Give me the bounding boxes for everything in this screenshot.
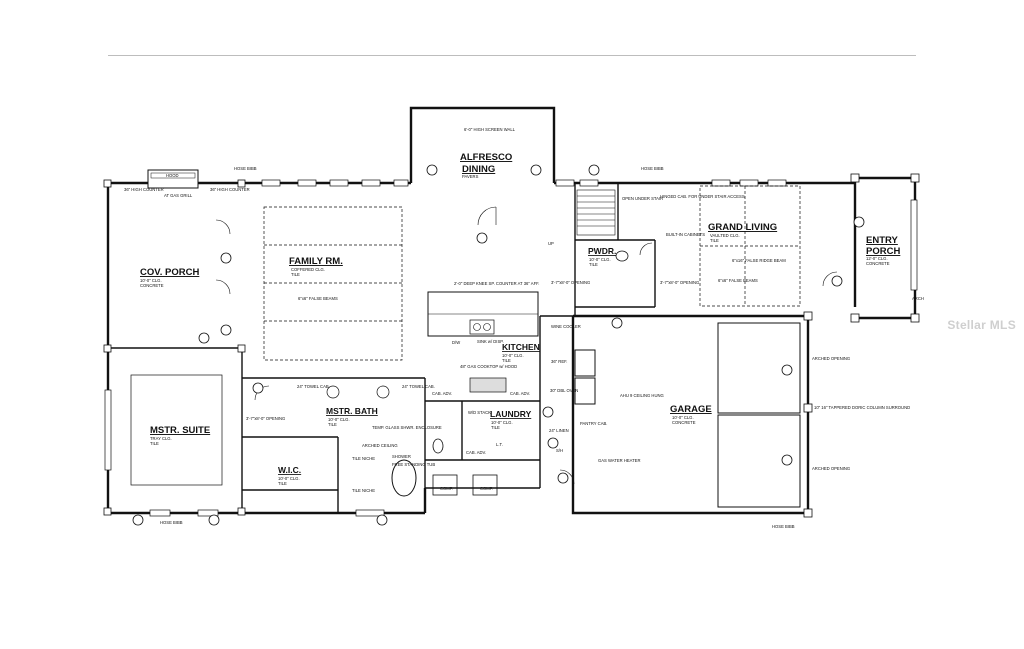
pwdr-finish: TILE xyxy=(589,262,598,267)
grand-living-finish: TILE xyxy=(710,238,719,243)
arched-ceiling-note: ARCHED CEILING xyxy=(362,443,398,448)
tile-niche-note-2: TILE NICHE xyxy=(352,488,375,493)
cooktop-note: 48" GAS COOKTOP w/ HOOD xyxy=(460,364,517,369)
hose-bibb-note-3: HOSE BIBB xyxy=(160,520,183,525)
family-finish: TILE xyxy=(291,272,300,277)
counter-left-note: 36" HIGH COUNTER xyxy=(124,187,164,192)
open-stair-note: OPEN UNDER STAIR xyxy=(622,196,663,201)
up-note: UP xyxy=(548,241,554,246)
oven-note: 30" DBL OVEN xyxy=(550,388,578,393)
laundry-label: LAUNDRY xyxy=(490,409,532,419)
hose-bibb-note-1: HOSE BIBB xyxy=(234,166,257,171)
mstr-bath-label: MSTR. BATH xyxy=(326,406,378,416)
grand-living-label: GRAND LIVING xyxy=(708,222,777,233)
ridge-beam-note: 6"x16" FALSE RIDGE BEAM xyxy=(732,258,786,263)
shower-note: SHOWER xyxy=(392,454,411,459)
wine-cooler-note: WINE COOLER xyxy=(551,324,581,329)
garage-label: GARAGE xyxy=(670,404,712,415)
columns xyxy=(103,173,920,518)
cab-adv-note-3: CAB. ADV. xyxy=(466,450,486,455)
dw-note: D/W xyxy=(452,340,460,345)
alfresco-finish: PAVERS xyxy=(462,174,479,179)
built-in-note: BUILT-IN CABINETS xyxy=(666,232,705,237)
linen-note: 24" LINEN xyxy=(549,428,569,433)
garage-ceiling: 10'-0" CLG. xyxy=(672,415,694,420)
lt-note: L.T. xyxy=(496,442,503,447)
coffered-ceiling xyxy=(263,206,403,361)
grand-living-ceiling: VAULTED CLG. xyxy=(710,233,740,238)
opening-pwdr-note: 3'-7"x8'-0" OPENING xyxy=(551,280,590,285)
garage-bays xyxy=(717,322,801,508)
wic-finish: TILE xyxy=(278,481,287,486)
arch-note: ARCH xyxy=(912,296,924,301)
tub-note: FREE STANDING TUB xyxy=(392,462,435,467)
opening-living-note: 3'-7"x8'-0" OPENING xyxy=(660,280,699,285)
cab-adv-note-2: CAB. ADV. xyxy=(510,391,530,396)
entry-porch-ceiling: 12'-0" CLG. xyxy=(866,256,888,261)
ref-note: 36" REF. xyxy=(551,359,567,364)
counter-right-note: 36" HIGH COUNTER xyxy=(210,187,250,192)
shelf-note: S/H xyxy=(556,448,563,453)
glass-enclosure-note: TEMP. GLASS SHWR. ENCLOSURE xyxy=(372,425,442,430)
island-counter-note: 2'-0" DEEP KNEE SP. COUNTER AT 36" AFF. xyxy=(454,281,539,286)
interior-walls xyxy=(108,183,656,513)
hose-bibb-note-4: HOSE BIBB xyxy=(772,524,795,529)
arched-opening-note-2: ARCHED OPENING xyxy=(812,466,850,471)
exterior-walls xyxy=(106,106,917,515)
alfresco-label: ALFRESCO xyxy=(460,152,512,163)
family-ceiling: COFFERED CLG. xyxy=(291,267,325,272)
laundry-ceiling: 10'-0" CLG. xyxy=(491,420,513,425)
column-note: 10" 16" TAPPERED DORIC COLUMN SURROUND xyxy=(814,405,910,410)
towel-cab-note-1: 24" TOWEL CAB. xyxy=(297,384,330,389)
family-room-label: FAMILY RM. xyxy=(289,256,343,267)
wic-ceiling: 10'-0" CLG. xyxy=(278,476,300,481)
garage-finish: CONCRETE xyxy=(672,420,696,425)
entry-porch-label: ENTRY xyxy=(866,235,899,246)
mstr-suite-finish: TILE xyxy=(150,441,159,446)
water-heater-note: GAS WATER HEATER xyxy=(598,458,641,463)
mstr-suite-ceiling: TRAY CLG. xyxy=(150,436,172,441)
alfresco-label-2: DINING xyxy=(462,164,495,175)
cov-porch-label: COV. PORCH xyxy=(140,267,199,278)
mstr-bath-finish: TILE xyxy=(328,422,337,427)
tile-niche-note-1: TILE NICHE xyxy=(352,456,375,461)
hose-bibb-note-2: HOSE BIBB xyxy=(641,166,664,171)
comp-note-2: COMP. xyxy=(480,486,493,491)
towel-cab-note-2: 24" TOWEL CAB. xyxy=(402,384,435,389)
page-divider-line xyxy=(108,55,916,56)
pantry-note: PANTRY CAB. xyxy=(580,421,607,426)
comp-note-1: COMP. xyxy=(440,486,453,491)
hood-note: HOOD xyxy=(166,173,179,178)
kitchen-ceiling: 10'-0" CLG. xyxy=(502,353,524,358)
windows xyxy=(104,179,918,517)
vaulted-beams xyxy=(699,185,801,307)
false-beams-note-2: 6"x6" FALSE BEAMS xyxy=(718,278,758,283)
markers xyxy=(132,164,865,526)
pwdr-label: PWDR. xyxy=(588,246,616,256)
hinged-cab-note: HINGED CAB. FOR UNDER STAIR ACCESS xyxy=(660,194,745,199)
cov-porch-finish: CONCRETE xyxy=(140,283,164,288)
pwdr-ceiling: 10'-0" CLG. xyxy=(589,257,611,262)
wic-label: W.I.C. xyxy=(278,465,301,475)
sink-note: SINK w/ DISP. xyxy=(477,339,504,344)
cov-porch-ceiling: 10'-0" CLG. xyxy=(140,278,162,283)
entry-porch-label-2: PORCH xyxy=(866,246,900,257)
kitchen-label: KITCHEN xyxy=(502,342,540,352)
mstr-bath-ceiling: 10'-0" CLG. xyxy=(328,417,350,422)
stair xyxy=(576,189,616,236)
watermark: Stellar MLS xyxy=(947,318,1016,332)
screen-wall-note: 6'-0" HIGH SCREEN WALL xyxy=(464,127,516,132)
opening-bath-note: 3'-7"x8'-0" OPENING xyxy=(246,416,285,421)
wd-note: W/D STACK xyxy=(468,410,491,415)
kitchen-finish: TILE xyxy=(502,358,511,363)
mstr-suite-label: MSTR. SUITE xyxy=(150,425,210,436)
entry-porch-finish: CONCRETE xyxy=(866,261,890,266)
gas-grill-note: AT GAS GRILL xyxy=(164,193,193,198)
laundry-finish: TILE xyxy=(491,425,500,430)
cab-adv-note-1: CAB. ADV. xyxy=(432,391,452,396)
false-beams-note: 6"x6" FALSE BEAMS xyxy=(298,296,338,301)
ahu-note: AHU 9 CEILING HUNG xyxy=(620,393,664,398)
arched-opening-note-1: ARCHED OPENING xyxy=(812,356,850,361)
